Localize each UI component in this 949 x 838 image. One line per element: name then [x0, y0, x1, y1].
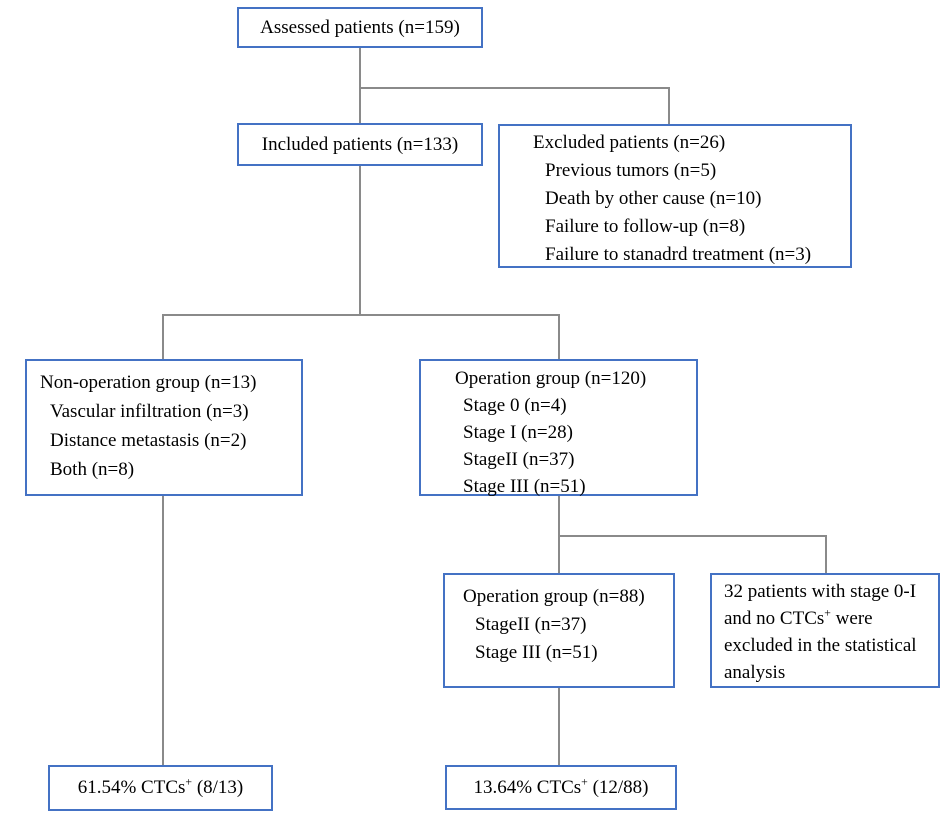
operation-88-item: Stage III (n=51): [475, 642, 598, 663]
box-included-patients: Included patients (n=133): [237, 123, 483, 166]
non-operation-item: Distance metastasis (n=2): [50, 430, 247, 451]
operation-120-item: Stage 0 (n=4): [463, 395, 567, 416]
box-ctc-result-operation: 13.64% CTCs+ (12/88): [445, 765, 677, 810]
connector-mid-branch: [162, 314, 560, 316]
non-operation-item: Both (n=8): [50, 459, 135, 480]
note-32-line: excluded in the statistical: [724, 635, 917, 656]
included-patients-label: Included patients (n=133): [261, 133, 459, 155]
connector-operation-to-branch: [558, 494, 560, 537]
box-ctc-result-non-operation: 61.54% CTCs+ (8/13): [48, 765, 273, 811]
connector-to-operation-88: [558, 535, 560, 575]
operation-group-88-title: Operation group (n=88): [463, 586, 645, 607]
connector-included-to-branch: [359, 164, 361, 316]
box-note-32-patients: 32 patients with stage 0-I and no CTCs+ …: [710, 573, 940, 688]
operation-120-item: Stage III (n=51): [463, 476, 586, 497]
excluded-item: Failure to follow-up (n=8): [545, 216, 746, 237]
note-32-line: analysis: [724, 662, 786, 683]
excluded-item: Failure to stanadrd treatment (n=3): [545, 244, 812, 265]
excluded-item: Previous tumors (n=5): [545, 160, 717, 181]
excluded-item: Death by other cause (n=10): [545, 188, 762, 209]
connector-to-note-32: [825, 535, 827, 575]
plus-superscript: +: [185, 775, 193, 789]
note-32-line: and no CTCs+ were: [724, 606, 873, 629]
connector-to-non-operation: [162, 314, 164, 361]
box-operation-group-120: Operation group (n=120) Stage 0 (n=4) St…: [419, 359, 698, 497]
box-assessed-patients: Assessed patients (n=159): [237, 7, 483, 48]
connector-op88-to-ctc-result: [558, 686, 560, 767]
ctc-result-operation-label: 13.64% CTCs+ (12/88): [473, 775, 649, 798]
connector-to-operation-120: [558, 314, 560, 361]
connector-low-branch: [558, 535, 827, 537]
note-32-line: 32 patients with stage 0-I: [724, 581, 917, 602]
operation-120-item: Stage I (n=28): [463, 422, 573, 443]
connector-nonop-to-ctc-result: [162, 494, 164, 767]
non-operation-group-title: Non-operation group (n=13): [40, 372, 257, 393]
ctc-result-non-operation-label: 61.54% CTCs+ (8/13): [77, 775, 244, 798]
box-excluded-patients: Excluded patients (n=26) Previous tumors…: [498, 124, 852, 268]
operation-120-item: StageII (n=37): [463, 449, 575, 470]
connector-top-branch: [359, 87, 670, 89]
box-non-operation-group: Non-operation group (n=13) Vascular infi…: [25, 359, 303, 496]
box-operation-group-88: Operation group (n=88) StageII (n=37) St…: [443, 573, 675, 688]
assessed-patients-label: Assessed patients (n=159): [260, 16, 460, 38]
excluded-patients-title: Excluded patients (n=26): [533, 132, 726, 153]
non-operation-item: Vascular infiltration (n=3): [50, 401, 249, 422]
plus-superscript: +: [581, 775, 588, 789]
operation-group-120-title: Operation group (n=120): [455, 368, 647, 389]
operation-88-item: StageII (n=37): [475, 614, 587, 635]
connector-assessed-to-included: [359, 47, 361, 125]
plus-superscript: +: [824, 606, 831, 620]
connector-to-excluded: [668, 87, 670, 126]
